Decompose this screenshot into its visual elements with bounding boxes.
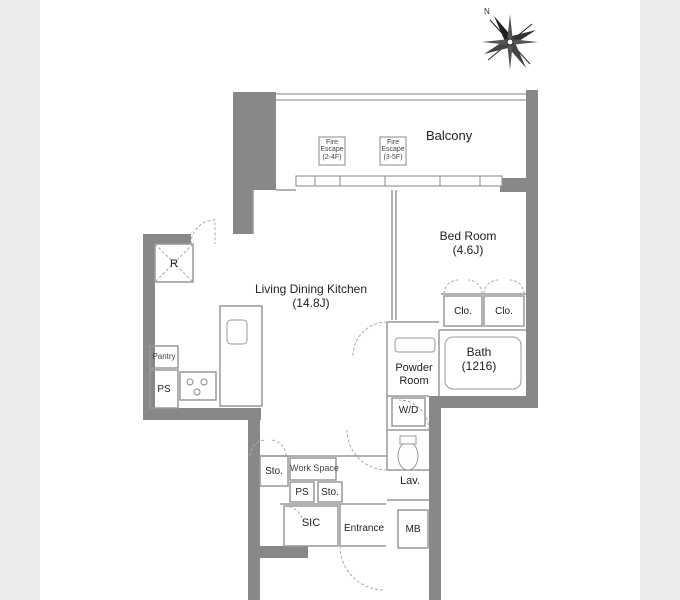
work-space-label: Work Space	[290, 463, 339, 473]
ldk-label: Living Dining Kitchen (14.8J)	[254, 282, 368, 311]
closet-label-1: Clo.	[454, 306, 472, 317]
toilet-tank-icon	[399, 435, 417, 445]
powder-room-label: Powder Room	[395, 362, 433, 388]
toilet-icon	[397, 441, 419, 471]
floor-plan-drawing: N	[143, 7, 538, 600]
walls	[143, 90, 538, 600]
fire-escape-label-2: Fire Escape (3-5F)	[381, 139, 405, 161]
ps-kitchen-label: PS	[157, 384, 171, 395]
floor-plan: N	[40, 0, 640, 600]
fire-escape-label-1: Fire Escape (2-4F)	[320, 139, 344, 161]
balcony-label: Balcony	[426, 128, 473, 143]
storage-label-2: Sto.	[321, 487, 339, 498]
fire-escape-hatch-2	[379, 136, 407, 166]
refrigerator-label: R	[170, 258, 178, 270]
vanity-icon	[394, 337, 436, 353]
mb-label: MB	[405, 524, 421, 535]
pantry-label: Pantry	[152, 352, 176, 361]
balcony-outline	[276, 93, 526, 187]
svg-text:N: N	[484, 7, 490, 16]
compass-rose-icon: N	[482, 7, 538, 70]
entrance-label: Entrance	[343, 523, 385, 534]
lavatory-label: Lav.	[400, 475, 420, 487]
washer-dryer-label: W/D	[398, 405, 419, 416]
bathtub-icon	[444, 336, 522, 390]
bath-label: Bath (1216)	[461, 345, 497, 374]
sink-icon	[226, 319, 248, 345]
refrigerator-icon	[154, 243, 194, 283]
ps-hall-label: PS	[295, 487, 309, 498]
sic-label: SIC	[301, 517, 321, 529]
interior-walls	[149, 189, 526, 549]
storage-label-1: Sto.	[265, 466, 283, 477]
door-swings	[190, 219, 525, 591]
fire-escape-hatch-1	[318, 136, 346, 166]
stove-burner-icon	[193, 388, 201, 396]
closet-label-2: Clo.	[495, 306, 513, 317]
stove-burner-icon	[186, 378, 194, 386]
bedroom-label: Bed Room (4.6J)	[439, 229, 497, 258]
stove-burner-icon	[200, 378, 208, 386]
